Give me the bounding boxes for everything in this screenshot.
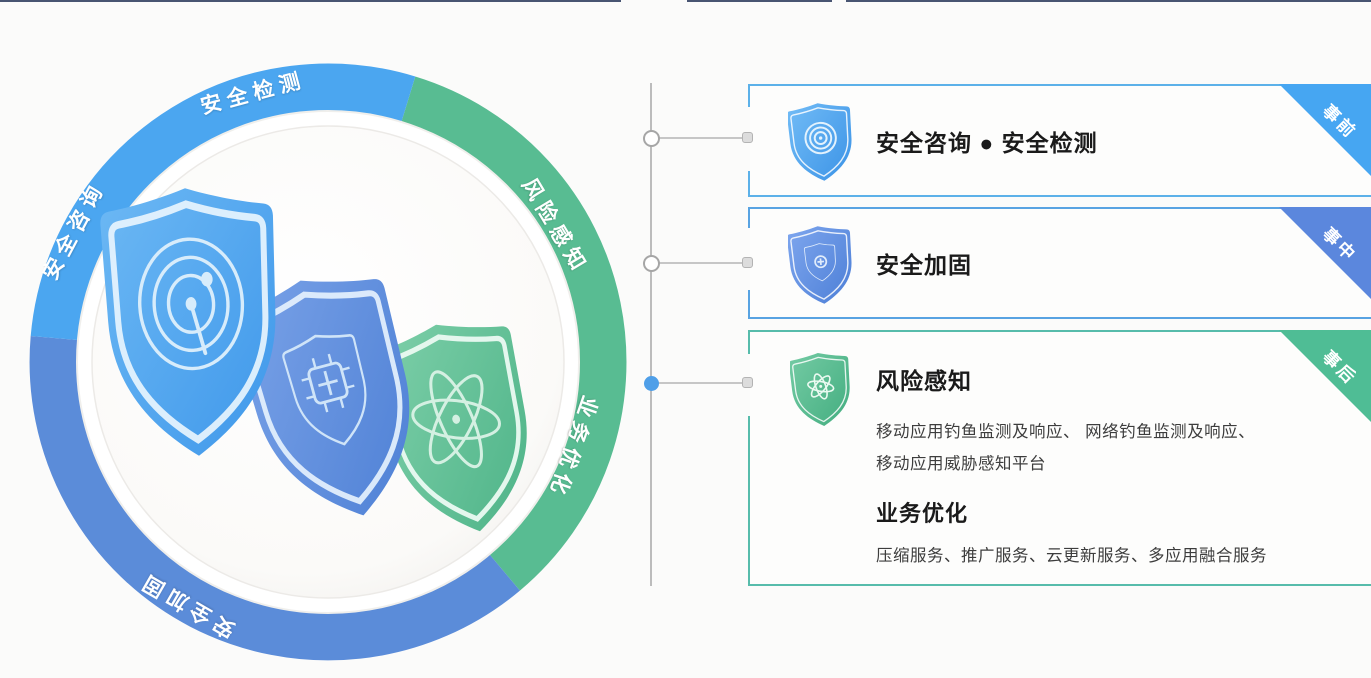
card1-title: 安全咨询 ● 安全检测 — [876, 129, 1098, 156]
card-mid-incident: 事中 安全加固 — [748, 207, 1371, 319]
card3-title-risk: 风险感知 — [876, 368, 972, 394]
card-pre-incident: 事前 安全咨询 ● 安全检测 — [748, 84, 1371, 197]
connector-node-2 — [643, 255, 660, 272]
ribbon-pre-label: 事前 — [1318, 101, 1361, 143]
card-anchor-dot-2 — [742, 257, 753, 268]
card3-desc-business: 压缩服务、推广服务、云更新服务、多应用融合服务 — [876, 547, 1267, 565]
wheel-ring — [29, 63, 627, 661]
security-services-wheel — [29, 63, 627, 661]
top-rule-segment — [846, 0, 1371, 2]
card2-title: 安全加固 — [876, 252, 972, 278]
connector-node-1 — [643, 130, 660, 147]
card-post-incident: 事后 风险感知 移动应用钓鱼监测及响应、 网络钓鱼监测及响应、 移动应用 — [748, 330, 1371, 586]
ribbon-mid-label: 事中 — [1318, 224, 1361, 266]
ribbon-pre: 事前 — [1279, 84, 1371, 181]
arc-light-blue — [30, 63, 416, 341]
arc-dark-blue — [29, 335, 520, 661]
card3-desc-risk-line1: 移动应用钓鱼监测及响应、 网络钓鱼监测及响应、 — [876, 423, 1256, 441]
card3-title-business: 业务优化 — [876, 501, 969, 526]
shield-atom-icon — [790, 350, 852, 429]
connector-vertical-line — [650, 83, 652, 586]
connector-line-3 — [652, 382, 746, 384]
card-anchor-dot-1 — [742, 132, 753, 143]
chip-shield-icon — [278, 325, 381, 455]
top-rule-segment — [0, 0, 621, 2]
connector-node-3-active — [644, 376, 659, 391]
shield-radar-icon — [788, 100, 854, 184]
card-anchor-dot-3 — [742, 377, 753, 388]
card3-desc-risk-line2: 移动应用威胁感知平台 — [876, 455, 1046, 473]
atom-icon — [400, 356, 512, 483]
ribbon-post-label: 事后 — [1318, 347, 1361, 389]
shield-lock-icon — [788, 223, 854, 307]
arc-green — [401, 76, 627, 591]
ribbon-post: 事后 — [1279, 330, 1371, 427]
top-rule-segment — [687, 0, 832, 2]
connector-line-1 — [652, 137, 746, 139]
chip-shield — [224, 260, 440, 536]
radar-icon — [136, 237, 245, 372]
ribbon-mid: 事中 — [1279, 207, 1371, 304]
connector-line-2 — [652, 262, 746, 264]
radar-shield — [98, 183, 286, 461]
atom-shield — [366, 309, 550, 547]
